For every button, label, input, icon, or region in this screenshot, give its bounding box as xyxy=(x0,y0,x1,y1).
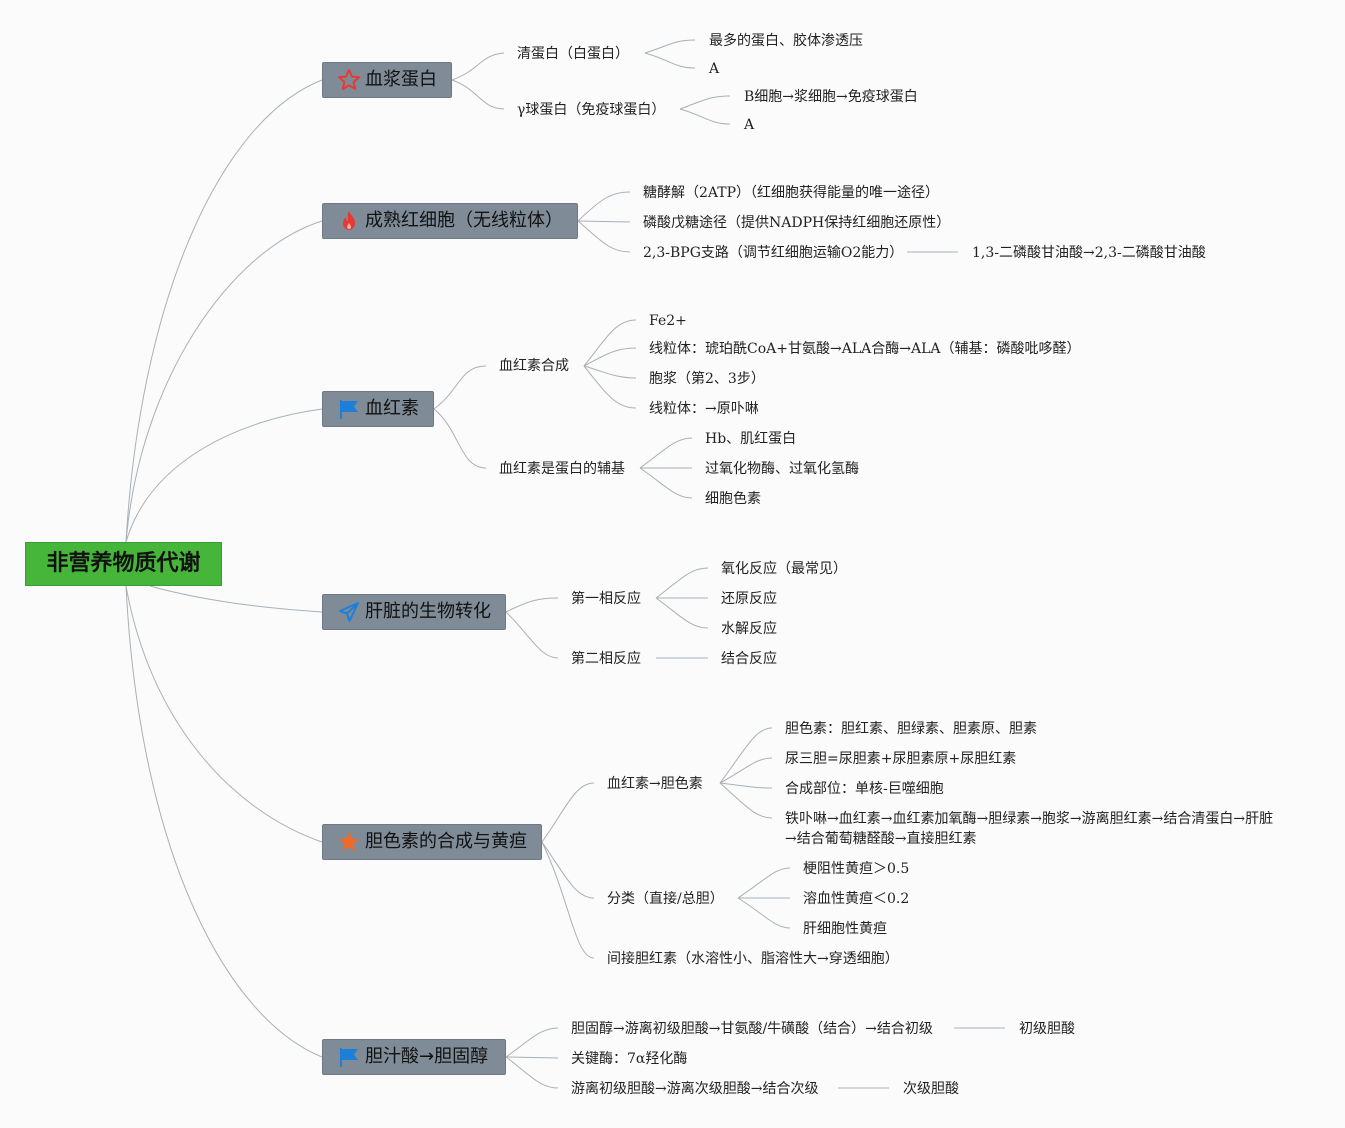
node-primary-bile-acid[interactable]: 初级胆酸 xyxy=(1019,1021,1075,1037)
branch-heme[interactable]: 血红素 xyxy=(322,391,434,427)
node-reduction[interactable]: 还原反应 xyxy=(721,591,777,607)
node-fe2[interactable]: Fe2+ xyxy=(649,313,687,329)
flag-icon xyxy=(337,397,361,421)
node-glycolysis[interactable]: 糖酵解（2ATP）（红细胞获得能量的唯一途径） xyxy=(643,185,940,201)
node-heme-to-bile-pigment[interactable]: 血红素→胆色素 xyxy=(607,776,703,792)
node-cholesterol-to-primary[interactable]: 胆固醇→游离初级胆酸→甘氨酸/牛磺酸（结合）→结合初级 xyxy=(571,1021,933,1037)
node-mitochondria-ala[interactable]: 线粒体：琥珀酰CoA+甘氨酸→ALA合酶→ALA（辅基：磷酸吡哆醛） xyxy=(649,341,1081,357)
node-albumin[interactable]: 清蛋白（白蛋白） xyxy=(517,46,629,62)
node-hb-myoglobin[interactable]: Hb、肌红蛋白 xyxy=(705,431,797,447)
node-peroxidase[interactable]: 过氧化物酶、过氧化氢酶 xyxy=(705,461,859,477)
branch-liver-biotransformation[interactable]: 肝脏的生物转化 xyxy=(322,594,506,630)
branch-label: 成熟红细胞（无线粒体） xyxy=(365,210,563,231)
branch-bile-pigment[interactable]: 胆色素的合成与黄疸 xyxy=(322,824,542,860)
node-secondary-bile-acid[interactable]: 次级胆酸 xyxy=(903,1081,959,1097)
node-heme-synthesis[interactable]: 血红素合成 xyxy=(499,358,569,374)
node-indirect-bilirubin[interactable]: 间接胆红素（水溶性小、脂溶性大→穿透细胞） xyxy=(607,951,899,967)
node-gamma-globulin[interactable]: γ球蛋白（免疫球蛋白） xyxy=(517,102,666,118)
node-phase-one[interactable]: 第一相反应 xyxy=(571,591,641,607)
node-gamma-globulin-detail[interactable]: B细胞→浆细胞→免疫球蛋白 xyxy=(744,89,918,105)
node-hepatocellular-jaundice[interactable]: 肝细胞性黄疸 xyxy=(803,921,887,937)
flag-icon xyxy=(337,1045,361,1069)
fire-icon xyxy=(337,209,361,233)
node-albumin-a[interactable]: A xyxy=(709,61,720,77)
node-cytochrome[interactable]: 细胞色素 xyxy=(705,491,761,507)
node-key-enzyme[interactable]: 关键酶：7α羟化酶 xyxy=(571,1051,688,1067)
star-outline-icon xyxy=(337,68,361,92)
node-synthesis-site[interactable]: 合成部位：单核-巨噬细胞 xyxy=(785,781,944,797)
branch-mature-rbc[interactable]: 成熟红细胞（无线粒体） xyxy=(322,203,578,239)
node-oxidation[interactable]: 氧化反应（最常见） xyxy=(721,561,847,577)
node-pentose-phosphate[interactable]: 磷酸戊糖途径（提供NADPH保持红细胞还原性） xyxy=(643,215,951,231)
node-conjugation[interactable]: 结合反应 xyxy=(721,651,777,667)
node-primary-to-secondary[interactable]: 游离初级胆酸→游离次级胆酸→结合次级 xyxy=(571,1081,819,1097)
branch-label: 胆色素的合成与黄疸 xyxy=(365,831,527,852)
node-jaundice-classification[interactable]: 分类（直接/总胆） xyxy=(607,891,724,907)
node-albumin-detail[interactable]: 最多的蛋白、胶体渗透压 xyxy=(709,33,863,49)
branch-plasma-protein[interactable]: 血浆蛋白 xyxy=(322,62,452,98)
branch-bile-acid[interactable]: 胆汁酸→胆固醇 xyxy=(322,1039,506,1075)
node-gamma-globulin-a[interactable]: A xyxy=(744,117,755,133)
node-phase-two[interactable]: 第二相反应 xyxy=(571,651,641,667)
node-hydrolysis[interactable]: 水解反应 xyxy=(721,621,777,637)
node-cytoplasm-steps[interactable]: 胞浆（第2、3步） xyxy=(649,371,765,387)
node-mitochondria-protoporphyrin[interactable]: 线粒体：→原卟啉 xyxy=(649,401,759,417)
root-node[interactable]: 非营养物质代谢 xyxy=(25,542,222,586)
branch-label: 肝脏的生物转化 xyxy=(365,601,491,622)
branch-label: 血浆蛋白 xyxy=(365,69,437,90)
node-bpg-shunt-detail[interactable]: 1,3-二磷酸甘油酸→2,3-二磷酸甘油酸 xyxy=(972,245,1206,261)
node-obstructive-jaundice[interactable]: 梗阻性黄疸＞0.5 xyxy=(803,861,910,877)
node-heme-degradation-path[interactable]: 铁卟啉→血红素→血红素加氧酶→胆绿素→胞浆→游离胆红素→结合清蛋白→肝脏→结合葡… xyxy=(785,811,1274,847)
node-heme-prosthetic[interactable]: 血红素是蛋白的辅基 xyxy=(499,461,625,477)
node-hemolytic-jaundice[interactable]: 溶血性黄疸＜0.2 xyxy=(803,891,910,907)
star-filled-icon xyxy=(337,830,361,854)
node-bpg-shunt[interactable]: 2,3-BPG支路（调节红细胞运输O2能力） xyxy=(643,245,904,261)
paper-plane-icon xyxy=(337,600,361,624)
branch-label: 胆汁酸→胆固醇 xyxy=(365,1046,489,1067)
node-urine-three-bile[interactable]: 尿三胆=尿胆素+尿胆素原+尿胆红素 xyxy=(785,751,1017,767)
node-bile-pigment-types[interactable]: 胆色素：胆红素、胆绿素、胆素原、胆素 xyxy=(785,721,1037,737)
branch-label: 血红素 xyxy=(365,398,419,419)
